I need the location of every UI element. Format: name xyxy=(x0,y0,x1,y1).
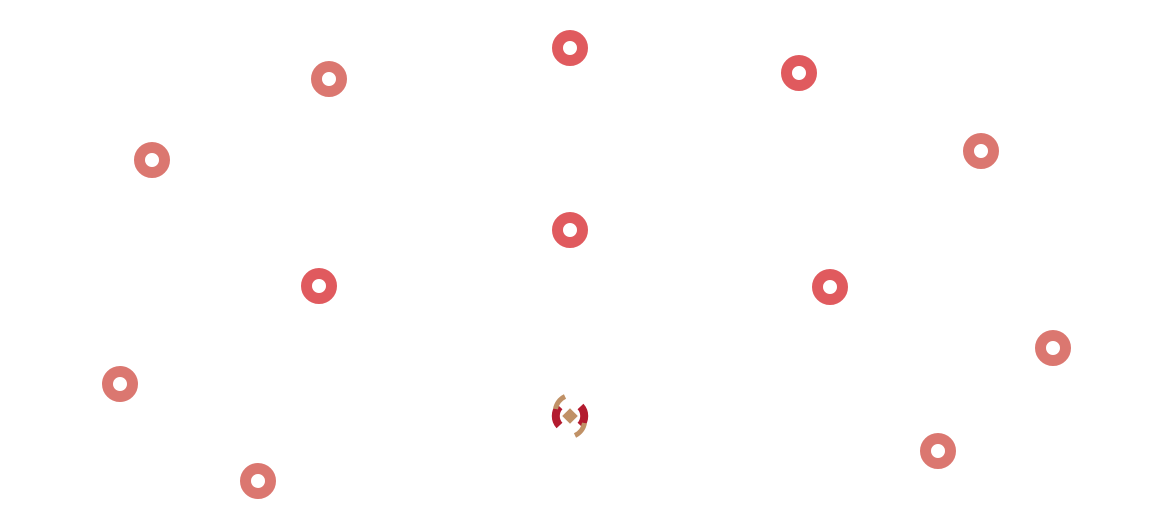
ring-marker-icon[interactable] xyxy=(102,366,138,402)
bank-logo-icon xyxy=(551,394,589,438)
ring-marker-icon[interactable] xyxy=(920,433,956,469)
ring-marker-icon[interactable] xyxy=(134,142,170,178)
ring-marker-icon[interactable] xyxy=(552,212,588,248)
ring-marker-icon[interactable] xyxy=(812,269,848,305)
ring-marker-icon[interactable] xyxy=(311,61,347,97)
ring-marker-icon[interactable] xyxy=(240,463,276,499)
ring-marker-icon[interactable] xyxy=(963,133,999,169)
ring-marker-icon[interactable] xyxy=(781,55,817,91)
ring-marker-icon[interactable] xyxy=(1035,330,1071,366)
ring-marker-icon[interactable] xyxy=(552,30,588,66)
ring-marker-icon[interactable] xyxy=(301,268,337,304)
